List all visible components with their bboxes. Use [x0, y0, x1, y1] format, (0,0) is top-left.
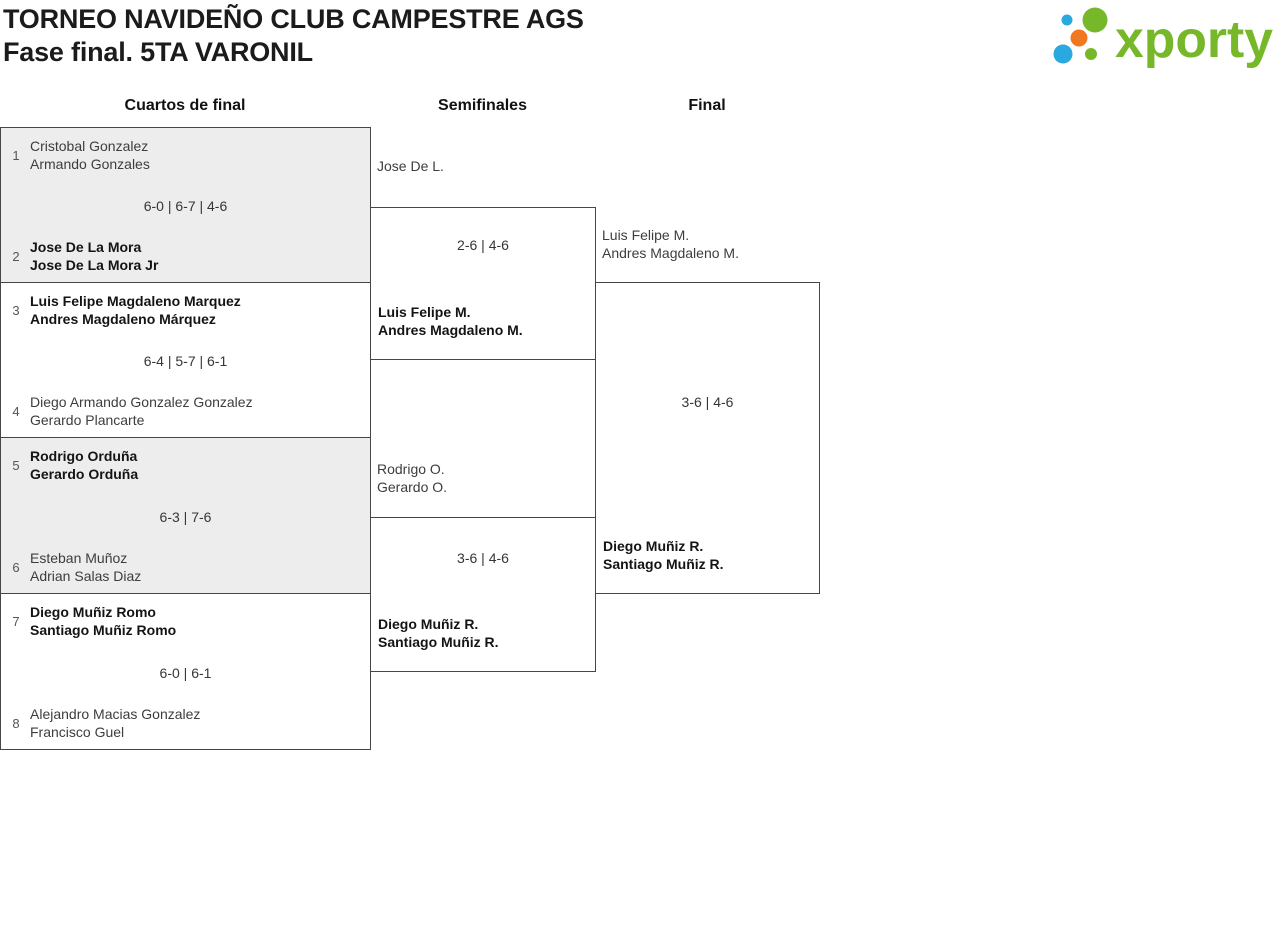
team-entry: 1 Cristobal Gonzalez Armando Gonzales	[9, 137, 362, 173]
team-name: Luis Felipe Magdaleno Marquez Andres Mag…	[30, 292, 241, 328]
match-score: 6-0 | 6-7 | 4-6	[143, 198, 228, 214]
player-name: Diego Muñiz R.	[603, 538, 704, 554]
logo-dot-small-green	[1085, 48, 1097, 60]
player-name: Andres Magdaleno M.	[378, 322, 523, 338]
seed-number: 4	[12, 403, 20, 419]
match-card-sf1: 2-6 | 4-6 Luis Felipe M. Andres Magdalen…	[370, 207, 596, 360]
player-name: Santiago Muñiz R.	[603, 556, 724, 572]
player-name: Diego Muñiz R.	[378, 616, 479, 632]
team-entry: 3 Luis Felipe Magdaleno Marquez Andres M…	[9, 292, 362, 328]
player-name: Andres Magdaleno Márquez	[30, 311, 216, 327]
match-score: 3-6 | 4-6	[457, 550, 509, 566]
logo-dot-large-green	[1082, 7, 1108, 33]
player-name: Luis Felipe M.	[378, 304, 471, 320]
match-score: 6-3 | 7-6	[159, 509, 212, 525]
sf2-bottom-team: Diego Muñiz R. Santiago Muñiz R.	[378, 615, 499, 651]
player-name: Gerardo Plancarte	[30, 412, 145, 428]
final-bottom-team: Diego Muñiz R. Santiago Muñiz R.	[603, 537, 724, 573]
round-header-final: Final	[688, 97, 726, 114]
match-card-sf2: 3-6 | 4-6 Diego Muñiz R. Santiago Muñiz …	[370, 517, 596, 672]
team-entry: 7 Diego Muñiz Romo Santiago Muñiz Romo	[9, 603, 362, 639]
player-name: Gerardo Orduña	[30, 466, 139, 482]
logo-dot-small-blue	[1061, 14, 1073, 26]
round-header-semifinales: Semifinales	[438, 97, 527, 114]
seed-number: 7	[12, 613, 20, 629]
phase-category: Fase final. 5TA VARONIL	[3, 37, 313, 67]
player-name: Santiago Muñiz R.	[378, 634, 499, 650]
team-name: Jose De La Mora Jose De La Mora Jr	[30, 238, 158, 274]
sf1-bottom-team: Luis Felipe M. Andres Magdaleno M.	[378, 303, 523, 339]
tournament-name: TORNEO NAVIDEÑO CLUB CAMPESTRE AGS	[3, 4, 584, 34]
team-name: Cristobal Gonzalez Armando Gonzales	[30, 137, 150, 173]
player-name: Rodrigo Orduña	[30, 448, 138, 464]
player-name: Adrian Salas Diaz	[30, 568, 142, 584]
match-card-qf2: 3 Luis Felipe Magdaleno Marquez Andres M…	[0, 282, 371, 438]
player-name: Jose De L.	[377, 158, 444, 174]
seed-number: 8	[12, 715, 20, 731]
team-name: Esteban Muñoz Adrian Salas Diaz	[30, 549, 141, 585]
team-entry: 6 Esteban Muñoz Adrian Salas Diaz	[9, 549, 362, 585]
player-name: Diego Armando Gonzalez Gonzalez	[30, 394, 253, 410]
player-name: Cristobal Gonzalez	[30, 138, 149, 154]
player-name: Francisco Guel	[30, 724, 125, 740]
logo-text: xporty	[1115, 11, 1273, 69]
match-score: 2-6 | 4-6	[457, 237, 509, 253]
page-title: TORNEO NAVIDEÑO CLUB CAMPESTRE AGS Fase …	[3, 3, 584, 69]
xporty-logo[interactable]: xporty	[1045, 0, 1277, 78]
match-score: 6-0 | 6-1	[159, 665, 212, 681]
player-name: Gerardo O.	[377, 479, 448, 495]
player-name: Armando Gonzales	[30, 156, 150, 172]
player-name: Esteban Muñoz	[30, 550, 128, 566]
final-top-team: Luis Felipe M. Andres Magdaleno M.	[602, 226, 739, 262]
player-name: Diego Muñiz Romo	[30, 604, 156, 620]
seed-number: 3	[12, 302, 20, 318]
team-name: Diego Muñiz Romo Santiago Muñiz Romo	[30, 603, 176, 639]
player-name: Rodrigo O.	[377, 461, 445, 477]
player-name: Santiago Muñiz Romo	[30, 622, 177, 638]
player-name: Jose De La Mora	[30, 239, 142, 255]
team-name: Alejandro Macias Gonzalez Francisco Guel	[30, 705, 200, 741]
team-entry: 8 Alejandro Macias Gonzalez Francisco Gu…	[9, 705, 362, 741]
match-card-qf1: 1 Cristobal Gonzalez Armando Gonzales 6-…	[0, 127, 371, 283]
match-score: 3-6 | 4-6	[681, 394, 734, 410]
seed-number: 2	[12, 248, 20, 264]
sf2-top-team: Rodrigo O. Gerardo O.	[377, 460, 447, 496]
player-name: Luis Felipe M.	[602, 227, 690, 243]
player-name: Luis Felipe Magdaleno Marquez	[30, 293, 241, 309]
player-name: Jose De La Mora Jr	[30, 257, 159, 273]
seed-number: 6	[12, 559, 20, 575]
match-card-qf3: 5 Rodrigo Orduña Gerardo Orduña 6-3 | 7-…	[0, 437, 371, 594]
seed-number: 5	[12, 457, 20, 473]
match-card-final: 3-6 | 4-6 Diego Muñiz R. Santiago Muñiz …	[595, 282, 820, 594]
match-card-qf4: 7 Diego Muñiz Romo Santiago Muñiz Romo 6…	[0, 593, 371, 750]
team-name: Rodrigo Orduña Gerardo Orduña	[30, 447, 138, 483]
player-name: Alejandro Macias Gonzalez	[30, 706, 201, 722]
match-score: 6-4 | 5-7 | 6-1	[143, 353, 228, 369]
team-entry: 2 Jose De La Mora Jose De La Mora Jr	[9, 238, 362, 274]
logo-dot-large-blue	[1053, 44, 1073, 64]
player-name: Andres Magdaleno M.	[602, 245, 739, 261]
xporty-logo-image: xporty	[1053, 7, 1273, 69]
team-name: Diego Armando Gonzalez Gonzalez Gerardo …	[30, 393, 253, 429]
sf1-top-team: Jose De L.	[377, 157, 444, 175]
team-entry: 4 Diego Armando Gonzalez Gonzalez Gerard…	[9, 393, 362, 429]
seed-number: 1	[12, 147, 20, 163]
team-entry: 5 Rodrigo Orduña Gerardo Orduña	[9, 447, 362, 483]
logo-dot-orange	[1070, 29, 1088, 47]
round-header-cuartos: Cuartos de final	[124, 97, 246, 114]
